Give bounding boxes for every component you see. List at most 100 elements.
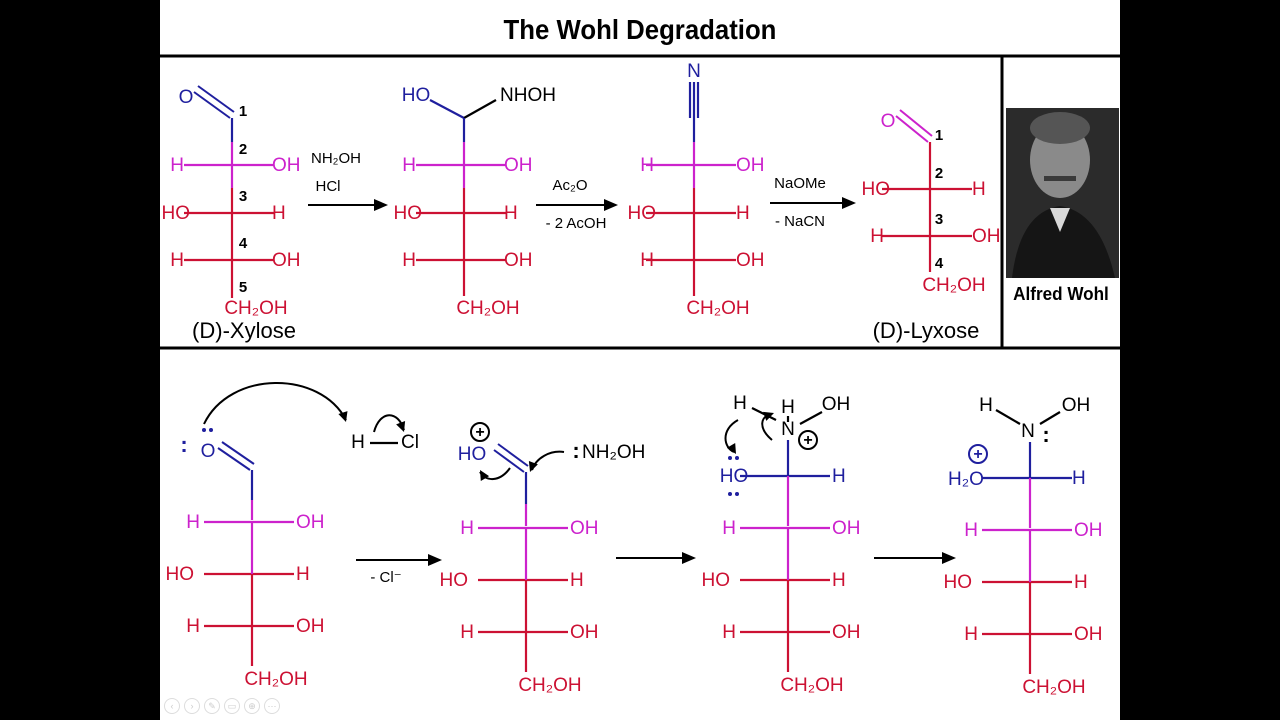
m3-c4-right: OH [832, 622, 861, 643]
m3-nitrogen: N [781, 419, 795, 440]
arrow-mech-3-head [942, 552, 956, 564]
xylose-carbon-number: 1 [239, 103, 247, 120]
m3-o-lone-dot-1 [728, 456, 732, 460]
nitrile-c3-right: H [736, 203, 750, 224]
xylose-carbon-number: 5 [239, 279, 247, 296]
slides-icon[interactable]: ▭ [224, 698, 240, 714]
lyxose-carbonyl-bond-1 [895, 115, 929, 143]
hcl-cl: Cl [401, 432, 419, 453]
m3-o-lone-dot-3 [728, 492, 732, 496]
m1-lone-pair-left: : [180, 432, 187, 457]
adduct-ho-bond [429, 99, 465, 119]
m3-h-top: H [781, 397, 795, 418]
m4-c4-right: OH [1074, 624, 1103, 645]
m3-n-oh-bond [799, 411, 823, 425]
xylose-carbon-number: 2 [239, 141, 247, 158]
m4-c3-right: H [1074, 572, 1088, 593]
slideshow-controls: ‹ › ✎ ▭ ⊕ ⋯ [164, 698, 280, 714]
m2-c4-left: H [460, 622, 474, 643]
xylose-c4-right: OH [272, 250, 301, 271]
nitrile-c4-right: OH [736, 250, 765, 271]
m2-c4-right: OH [570, 622, 599, 643]
m4-n-oh-bond [1039, 411, 1061, 425]
m4-c2-left: H [964, 520, 978, 541]
adduct-ch2oh: CH₂OH [456, 298, 519, 319]
m2-c2-left: H [460, 518, 474, 539]
step2-byproduct: - 2 AcOH [546, 215, 607, 232]
nitrile-c2-right: OH [736, 155, 765, 176]
arrow-step-1-head [374, 199, 388, 211]
m4-c3-left: HO [944, 572, 973, 593]
step1-reagent-2: HCl [316, 178, 341, 195]
prev-slide-button[interactable]: ‹ [164, 698, 180, 714]
adduct-c3-right: H [504, 203, 518, 224]
hcl-h: H [351, 432, 365, 453]
step3-reagent: NaOMe [774, 175, 826, 192]
m4-c4-left: H [964, 624, 978, 645]
m4-oxonium-charge [968, 444, 988, 464]
m3-h-left: H [733, 393, 747, 414]
m1-carbonyl-bond-1 [217, 447, 251, 471]
m1-ch2oh: CH₂OH [244, 669, 307, 690]
m4-n-oh: OH [1062, 395, 1091, 416]
xylose-c3-left: HO [162, 203, 191, 224]
adduct-c2-right: OH [504, 155, 533, 176]
lyxose-carbonyl-bond-2 [899, 109, 933, 137]
m4-water: H₂O [948, 469, 984, 490]
xylose-carbon-number: 3 [239, 188, 247, 205]
m3-o-lone-dot-4 [735, 492, 739, 496]
arrow-step-3-head [842, 197, 856, 209]
xylose-c2-right: OH [272, 155, 301, 176]
lyxose-carbon-number: 4 [935, 255, 944, 272]
nitrile-c2-left: H [640, 155, 654, 176]
adduct-n-bond [463, 99, 497, 119]
lyxose-ch2oh: CH₂OH [922, 275, 985, 296]
portrait-collar [1050, 208, 1070, 232]
lyxose-name: (D)-Lyxose [873, 318, 980, 343]
nitrile-ch2oh: CH₂OH [686, 298, 749, 319]
xylose-c4-left: H [170, 250, 184, 271]
arrow-step-2-head [604, 199, 618, 211]
pen-icon[interactable]: ✎ [204, 698, 220, 714]
m1-lone-dot-2 [209, 428, 213, 432]
m4-h-left: H [979, 395, 993, 416]
m3-o-lone-dot-2 [735, 456, 739, 460]
nitrile-n: N [687, 61, 701, 82]
xylose-c2-left: H [170, 155, 184, 176]
m4-nh-bond [995, 409, 1021, 425]
m2-carbonyl-bond-2 [497, 443, 529, 467]
m3-proton-arrowhead [726, 443, 736, 454]
more-icon[interactable]: ⋯ [264, 698, 280, 714]
xylose-carbonyl-bond-1 [193, 91, 231, 119]
portrait-caption: Alfred Wohl [1013, 284, 1109, 304]
adduct-c4-right: OH [504, 250, 533, 271]
next-slide-button[interactable]: › [184, 698, 200, 714]
m4-nitrogen: N [1021, 421, 1035, 442]
m3-c2-left: H [722, 518, 736, 539]
lyxose-c2-right: H [972, 179, 986, 200]
xylose-name: (D)-Xylose [192, 318, 296, 343]
lyxose-c3-left: H [870, 226, 884, 247]
m3-ch2oh: CH₂OH [780, 675, 843, 696]
xylose-carbonyl-bond-2 [197, 85, 235, 113]
m1-carbonyl-bond-2 [221, 441, 255, 465]
m4-c2-right: OH [1074, 520, 1103, 541]
xylose-carbon-number: 4 [239, 235, 248, 252]
adduct-nhoh: NHOH [500, 85, 556, 106]
arrow-mech-2-head [682, 552, 696, 564]
m3-c4-left: H [722, 622, 736, 643]
lyxose-c2-left: HO [862, 179, 891, 200]
m1-c3-right: H [296, 564, 310, 585]
zoom-icon[interactable]: ⊕ [244, 698, 260, 714]
m4-n-lone-pair: : [1042, 422, 1049, 447]
lyxose-carbon-number: 1 [935, 127, 943, 144]
adduct-c4-left: H [402, 250, 416, 271]
adduct-ho: HO [402, 85, 431, 106]
m3-ammonium-charge-sign: + [803, 432, 812, 449]
m1-attack-arrow [203, 382, 347, 425]
m1-c2-left: H [186, 512, 200, 533]
m1-c4-right: OH [296, 616, 325, 637]
m3-ammonium-charge [798, 430, 818, 450]
